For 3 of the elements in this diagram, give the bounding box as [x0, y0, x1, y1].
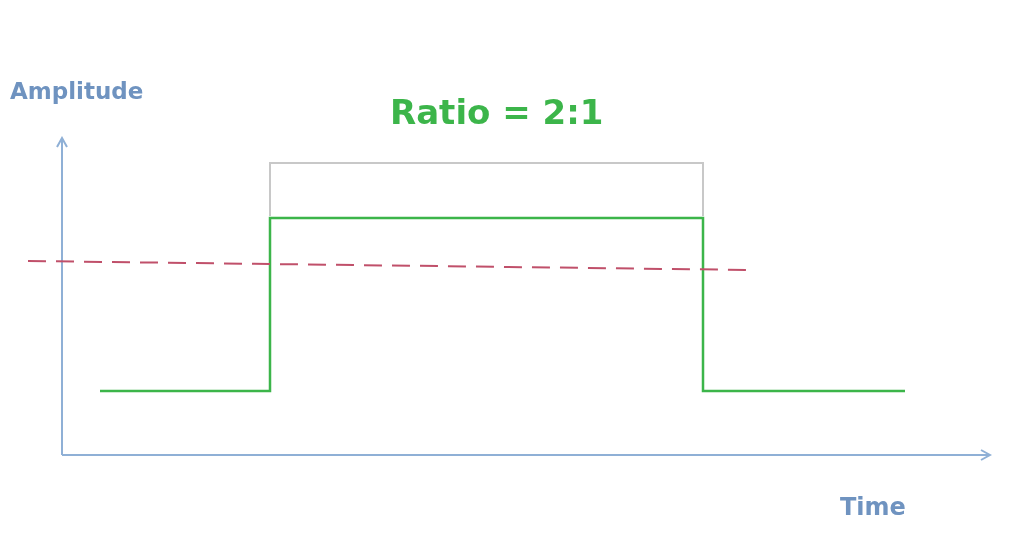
ratio-title: Ratio = 2:1 — [390, 92, 604, 132]
axis-title: Time — [840, 493, 906, 521]
axis-title: Amplitude — [10, 78, 144, 104]
